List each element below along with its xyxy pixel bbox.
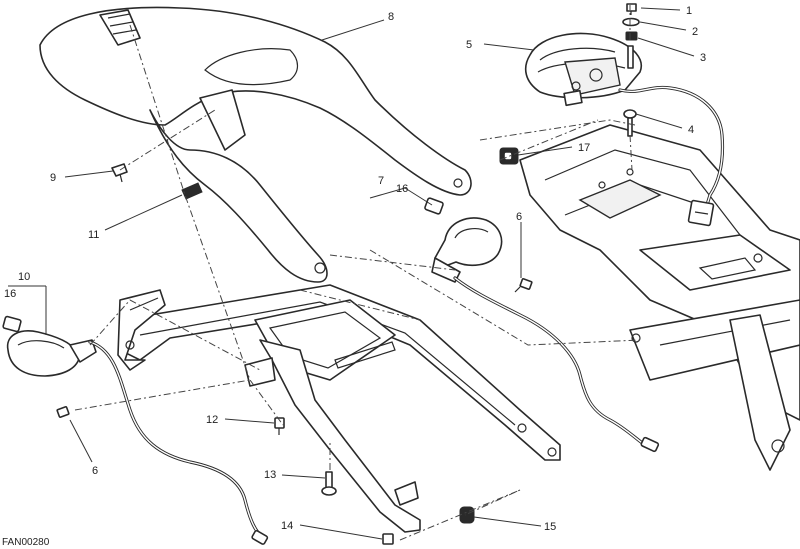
callout-14: 14 [281,520,293,532]
callout-15: 15 [544,521,556,533]
callout-13: 13 [264,469,276,481]
callout-2: 2 [692,26,698,38]
callout-7: 7 [378,175,384,187]
callout-labels: 1 2 3 4 5 6 6 7 8 9 10 11 12 13 14 15 16… [2,5,706,548]
callout-17: 17 [578,142,590,154]
motorcycle-rear-subframe [519,124,800,471]
callout-3: 3 [700,52,706,64]
callout-8: 8 [388,11,394,23]
turn-indicator-left [2,315,269,545]
licence-plate-frame [117,284,561,533]
callout-16-left: 16 [4,288,16,300]
drawing-code: FAN00280 [2,537,50,548]
callout-6-left: 6 [92,465,98,477]
callout-4: 4 [688,124,694,136]
callout-6-right: 6 [516,211,522,223]
tail-light [524,32,642,107]
callout-5: 5 [466,39,472,51]
callout-9: 9 [50,172,56,184]
callout-leaders [8,7,695,540]
tail-light-fixings [622,3,640,137]
grommet [499,147,519,165]
callout-10: 10 [18,271,30,283]
hardware [56,163,533,545]
assembly-guide-lines [74,5,641,541]
tail-light-cable [618,85,725,227]
callout-1: 1 [686,5,692,17]
callout-16-right: 16 [396,183,408,195]
turn-indicator-right [424,197,660,453]
rear-fender [39,6,472,283]
callout-12: 12 [206,414,218,426]
callout-11: 11 [88,229,99,241]
